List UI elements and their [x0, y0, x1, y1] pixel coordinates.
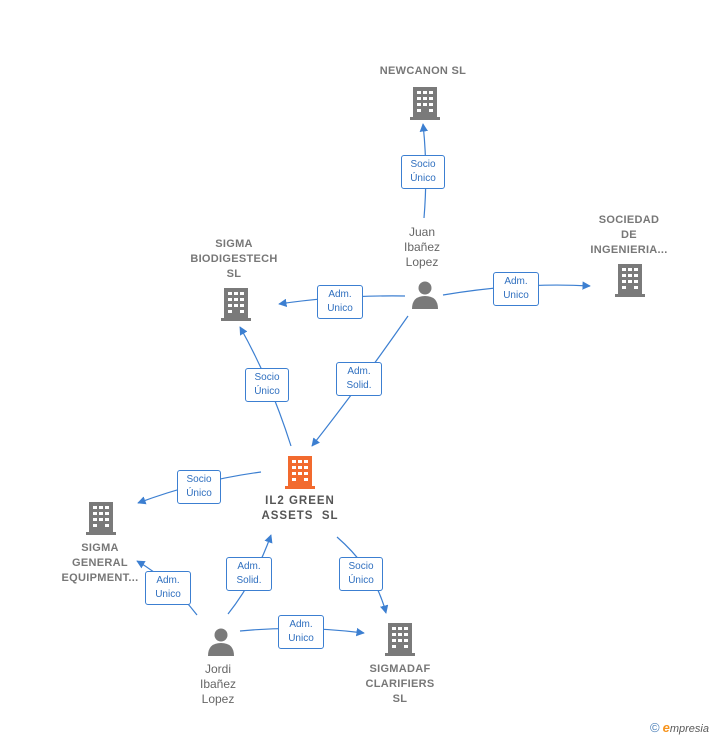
person-icon [412, 281, 438, 309]
node-label: SIGMADAF [369, 663, 431, 675]
building-icon [385, 623, 415, 656]
person-label: Juan [408, 225, 436, 239]
node-label: GENERAL [72, 557, 128, 569]
node-label: DE [621, 229, 637, 241]
empresia-brand: ©empresia [650, 720, 709, 735]
edge-label-jordi-il2[interactable]: Adm. Solid. [226, 557, 272, 591]
copyright-symbol: © [650, 720, 660, 735]
main-building-icon [285, 456, 315, 489]
node-label: INGENIERIA... [590, 244, 668, 256]
person-label: Jordi [204, 662, 231, 676]
node-label: EQUIPMENT... [61, 572, 139, 584]
edge-label-line: Único [410, 173, 436, 184]
edge-label-juan-il2[interactable]: Adm. Solid. [336, 362, 382, 396]
edge-label-line: Socio [410, 159, 436, 170]
node-label: ASSETS SL [261, 510, 339, 522]
brand-initial: e [662, 720, 670, 735]
building-icon [410, 87, 440, 120]
node-label: BIODIGESTECH [190, 253, 278, 265]
node-label: SL [392, 693, 408, 705]
node-juan-ibanez-lopez[interactable]: Juan Ibañez Lopez [382, 225, 462, 270]
node-il2-green-assets[interactable]: IL2 GREEN ASSETS SL [240, 494, 360, 524]
edge-label-juan-sigma-bio[interactable]: Adm. Unico [317, 285, 363, 319]
edge-label-line: Único [254, 386, 280, 397]
edge-label-jordi-sigma-general[interactable]: Adm. Unico [145, 571, 191, 605]
building-icon [615, 264, 645, 297]
edge-label-line: Socio [254, 372, 280, 383]
edge-label-line: Adm. [156, 575, 180, 586]
node-label: SIGMA [81, 542, 119, 554]
building-icon [221, 288, 251, 321]
person-label: Lopez [201, 692, 235, 706]
edge-label-juan-newcanon[interactable]: Socio Único [401, 155, 445, 189]
edge-label-line: Adm. [289, 619, 313, 630]
node-label: SOCIEDAD [598, 214, 660, 226]
node-sigmadaf-clarifiers[interactable]: SIGMADAF CLARIFIERS SL [345, 662, 455, 707]
edge-label-line: Adm. [347, 366, 371, 377]
edge-label-il2-sigma-bio[interactable]: Socio Único [245, 368, 289, 402]
node-label: SL [226, 268, 242, 280]
node-sigma-general-equipment[interactable]: SIGMA GENERAL EQUIPMENT... [45, 541, 155, 586]
node-jordi-ibanez-lopez[interactable]: Jordi Ibañez Lopez [178, 662, 258, 707]
person-label: Ibañez [199, 677, 237, 691]
edge-label-il2-sigmadaf[interactable]: Socio Único [339, 557, 383, 591]
node-label: CLARIFIERS [365, 678, 435, 690]
node-newcanon[interactable]: NEWCANON SL [363, 64, 483, 79]
person-icon [208, 628, 234, 656]
edge-label-line: Unico [155, 589, 181, 600]
edge-label-line: Adm. [237, 561, 261, 572]
edge-label-line: Unico [503, 290, 529, 301]
edge-label-line: Unico [327, 303, 353, 314]
edge-label-line: Único [186, 488, 212, 499]
node-sigma-biodigestech[interactable]: SIGMA BIODIGESTECH SL [176, 237, 292, 282]
node-sociedad[interactable]: SOCIEDAD DE INGENIERIA... [574, 213, 684, 258]
node-label: NEWCANON SL [379, 65, 467, 77]
edge-label-jordi-sigmadaf[interactable]: Adm. Unico [278, 615, 324, 649]
edge-label-line: Adm. [504, 276, 528, 287]
edge-label-line: Único [348, 575, 374, 586]
person-label: Lopez [405, 255, 439, 269]
brand-name: mpresia [669, 723, 709, 735]
edge-label-il2-sigma-general[interactable]: Socio Único [177, 470, 221, 504]
edge-label-line: Unico [288, 633, 314, 644]
edge-label-line: Solid. [236, 575, 262, 586]
edge-label-line: Socio [348, 561, 374, 572]
building-icon [86, 502, 116, 535]
node-label: SIGMA [215, 238, 253, 250]
edge-label-line: Solid. [346, 380, 372, 391]
edge-label-juan-sociedad[interactable]: Adm. Unico [493, 272, 539, 306]
person-label: Ibañez [403, 240, 441, 254]
edge-label-line: Adm. [328, 289, 352, 300]
edge-label-line: Socio [186, 474, 212, 485]
node-label: IL2 GREEN [265, 495, 335, 507]
